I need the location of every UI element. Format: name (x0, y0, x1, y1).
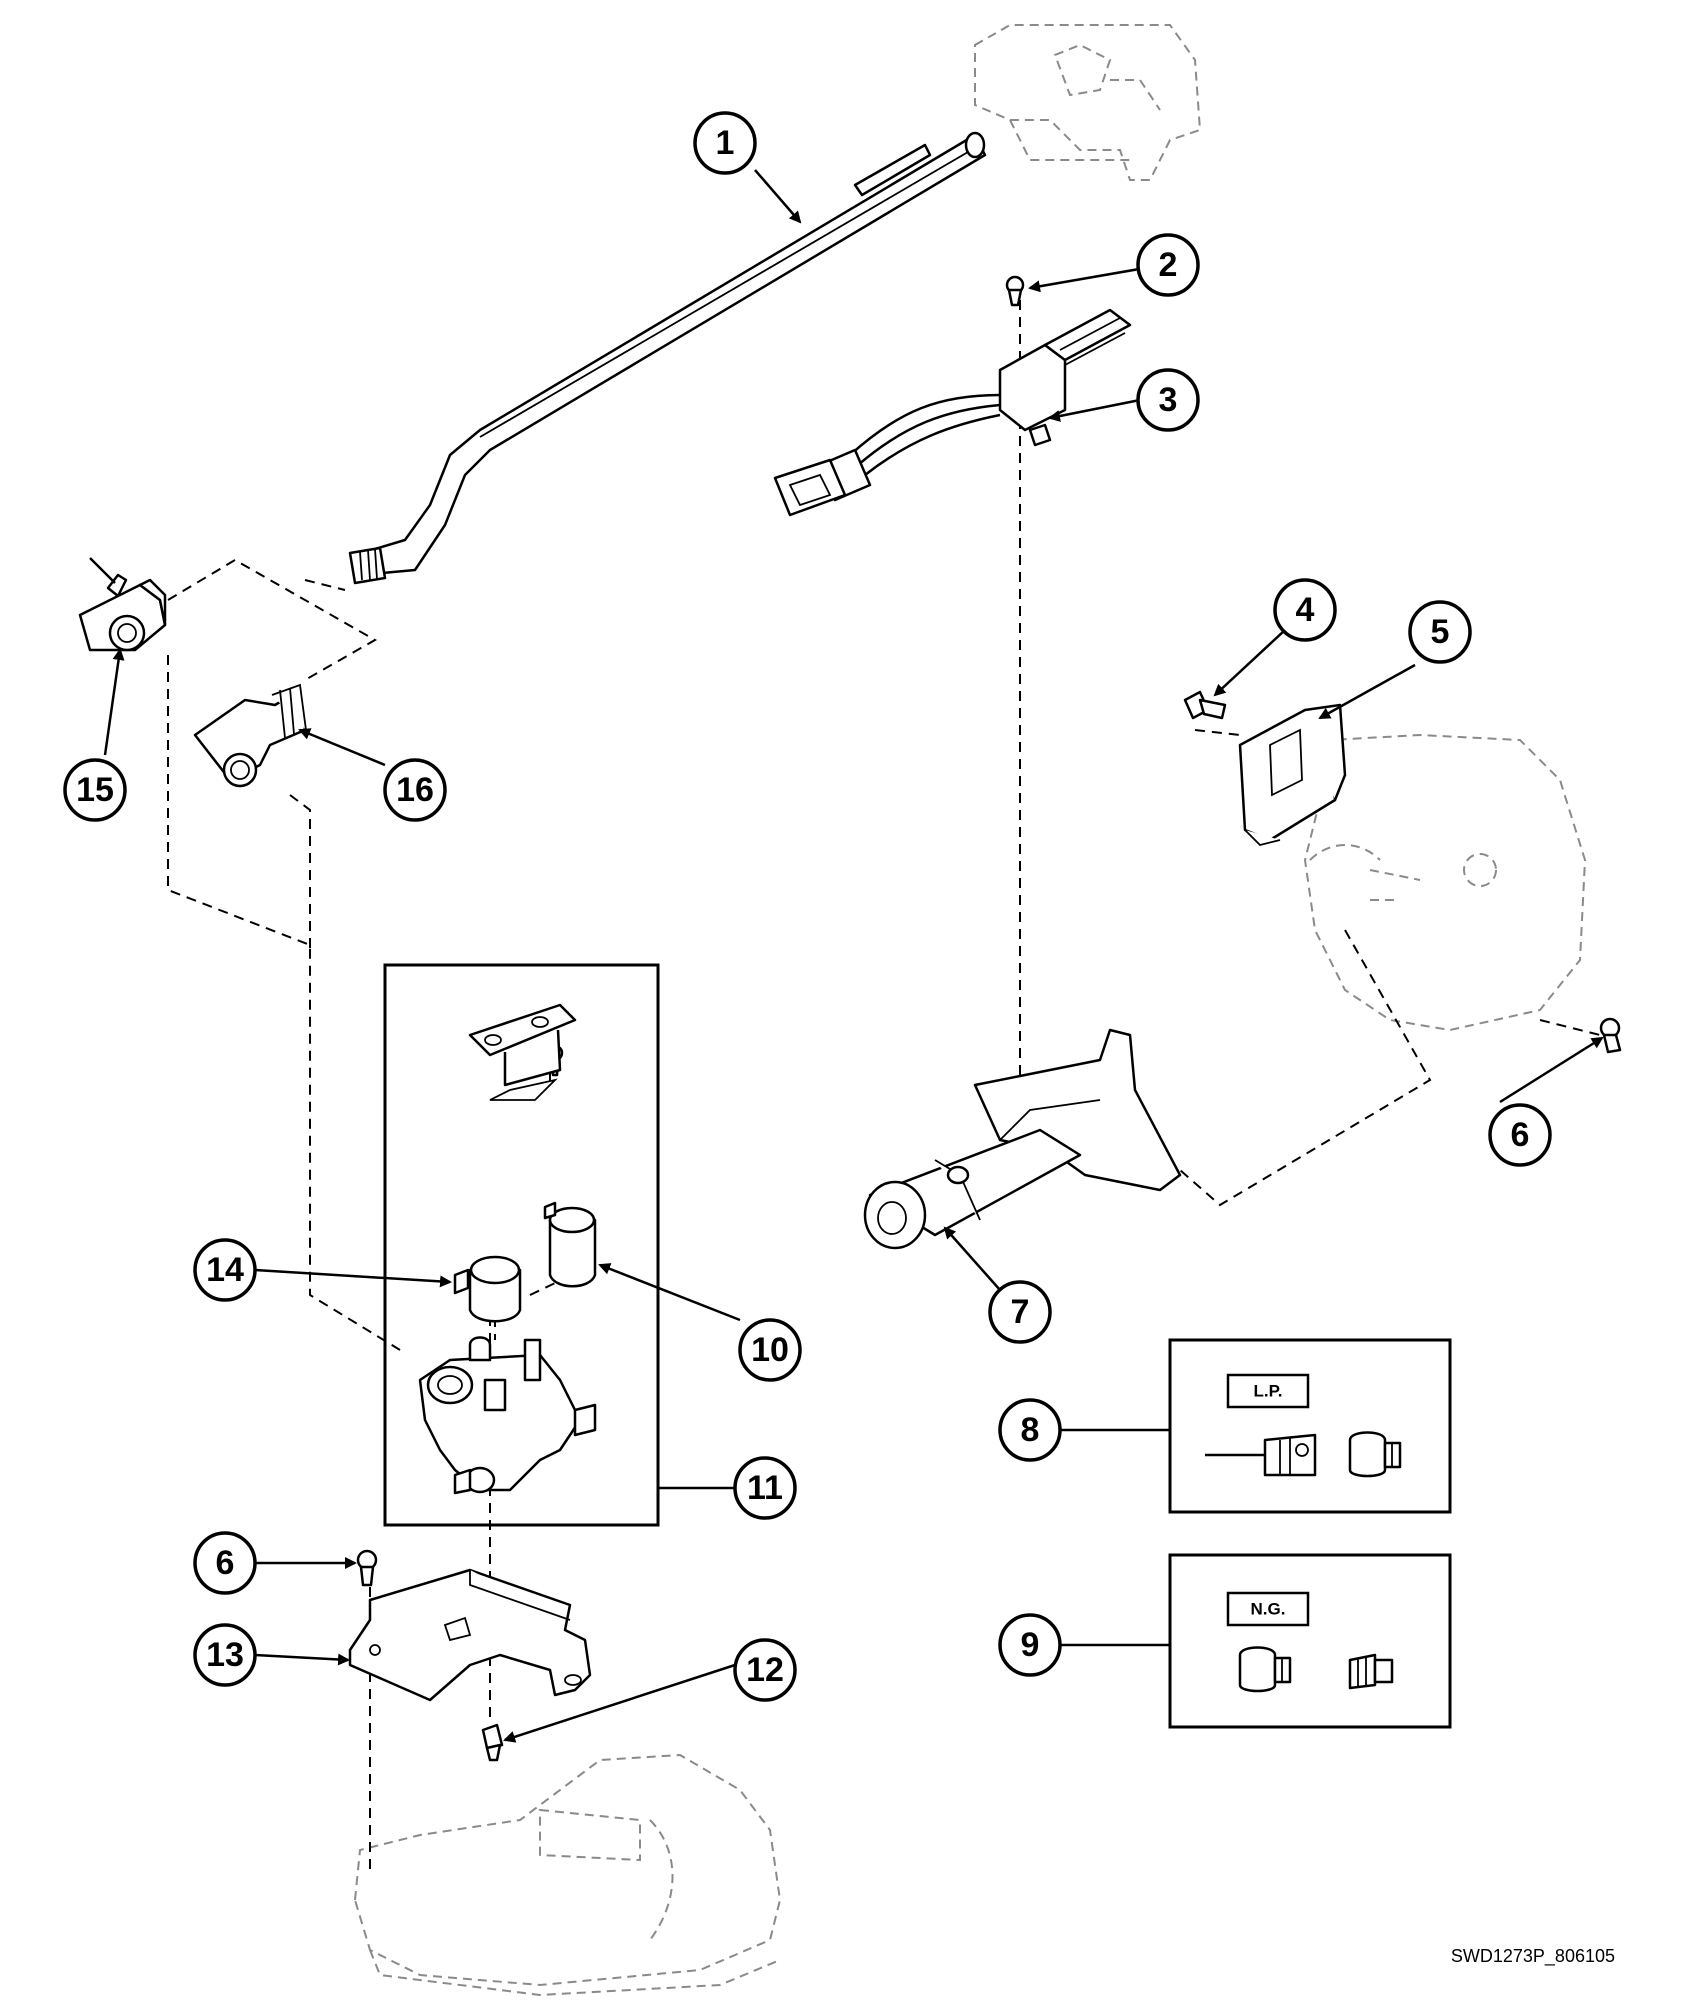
callout-9: 9 (998, 1613, 1062, 1677)
svg-text:12: 12 (746, 1651, 784, 1689)
valve-coil-bracket (468, 1003, 577, 1101)
drawing-code: SWD1273P_806105 (1451, 1946, 1615, 1967)
callout-15: 15 (63, 758, 127, 822)
igniter-bracket (1238, 703, 1347, 846)
callout-4: 4 (1273, 578, 1337, 642)
callout-5: 5 (1408, 600, 1472, 664)
callout-13: 13 (193, 1623, 257, 1687)
screw-part-2 (1005, 275, 1025, 307)
svg-text:10: 10 (751, 1331, 789, 1369)
valve-coil-14 (453, 1255, 522, 1323)
callout-1: 1 (693, 111, 757, 175)
svg-text:16: 16 (396, 771, 434, 809)
screw-part-4 (1183, 690, 1227, 720)
ng-label-box (1226, 1591, 1310, 1627)
svg-text:11: 11 (747, 1469, 783, 1507)
svg-text:7: 7 (1011, 1293, 1030, 1331)
svg-text:3: 3 (1159, 381, 1178, 419)
gas-valve-kit-box (383, 963, 660, 1527)
svg-text:9: 9 (1021, 1626, 1040, 1664)
svg-text:6: 6 (216, 1544, 235, 1582)
callout-3: 3 (1136, 368, 1200, 432)
callout-2: 2 (1136, 233, 1200, 297)
svg-text:8: 8 (1021, 1411, 1040, 1449)
ghost-top-bracket (974, 24, 1202, 181)
callout-10: 10 (738, 1318, 802, 1382)
callout-8: 8 (998, 1398, 1062, 1462)
lp-label: L.P. (1254, 1382, 1283, 1401)
svg-text:1: 1 (716, 124, 735, 162)
svg-text:15: 15 (76, 771, 114, 809)
leader-lines (103, 169, 1604, 1743)
burner-tube (863, 1028, 1182, 1250)
callout-14: 14 (193, 1238, 257, 1302)
elbow-fitting (193, 683, 307, 788)
gas-valve-body (418, 1336, 597, 1495)
svg-text:2: 2 (1159, 246, 1178, 284)
svg-text:6: 6 (1511, 1116, 1530, 1154)
callout-12: 12 (733, 1638, 797, 1702)
svg-text:4: 4 (1296, 591, 1315, 629)
screw-part-6-left (356, 1549, 378, 1587)
ghost-bottom-base (353, 1753, 782, 1997)
ng-conversion-kit: N.G. (1168, 1553, 1452, 1729)
valve-mounting-plate (348, 1568, 592, 1702)
callout-6-left: 6 (193, 1531, 257, 1595)
gas-supply-pipe (348, 131, 987, 585)
screw-part-12 (481, 1723, 504, 1762)
shutoff-valve (78, 557, 167, 652)
callout-6-right: 6 (1488, 1103, 1552, 1167)
callout-7: 7 (988, 1280, 1052, 1344)
callout-16: 16 (383, 758, 447, 822)
ng-label: N.G. (1251, 1600, 1286, 1619)
screw-part-6-right (1599, 1017, 1622, 1054)
svg-text:5: 5 (1431, 613, 1450, 651)
svg-text:14: 14 (206, 1251, 244, 1289)
svg-text:13: 13 (206, 1636, 244, 1674)
lp-conversion-kit: L.P. (1168, 1338, 1452, 1514)
lp-label-box (1226, 1373, 1310, 1409)
valve-coil-10 (543, 1201, 597, 1288)
callout-11: 11 (733, 1456, 797, 1520)
igniter-harness (773, 308, 1132, 517)
